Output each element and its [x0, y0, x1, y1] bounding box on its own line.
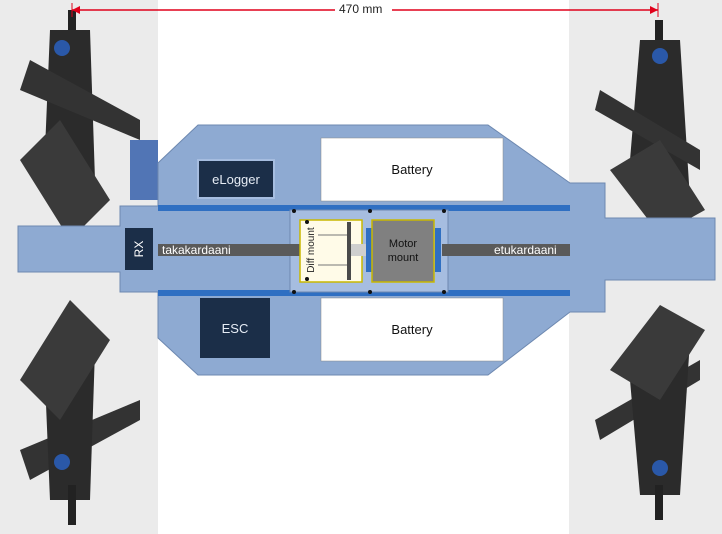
motor-mount-label: Motor mount — [387, 238, 419, 264]
dimension-label: 470 mm — [337, 2, 385, 16]
front-suspension-illustration — [595, 20, 705, 520]
motor-blue-left — [366, 228, 372, 272]
battery-top-box — [320, 137, 504, 202]
screw-dots — [292, 209, 446, 294]
lower-rail — [158, 290, 570, 296]
elogger-label: eLogger — [212, 171, 260, 187]
elogger-box — [197, 159, 275, 199]
diff-mount-plate — [347, 222, 351, 280]
front-driveshaft-label: etukardaani — [494, 243, 557, 257]
motor-blue-right — [435, 228, 441, 272]
esc-label: ESC — [221, 320, 249, 336]
battery-top-label: Battery — [391, 162, 433, 177]
battery-bottom-label: Battery — [391, 322, 433, 337]
rx-label: RX — [132, 240, 146, 258]
esc-box — [200, 298, 270, 358]
diff-output — [351, 244, 367, 256]
rear-driveshaft-label: takakardaani — [162, 243, 231, 257]
rear-driveshaft — [158, 244, 300, 256]
rear-suspension-illustration — [20, 10, 158, 525]
upper-rail — [158, 205, 570, 211]
diff-mount-label: Diff mount — [305, 227, 317, 273]
motor-mount-box — [371, 219, 435, 283]
dimension-line — [71, 3, 659, 17]
battery-bottom-box — [320, 297, 504, 362]
rx-box — [125, 228, 153, 270]
front-driveshaft — [442, 244, 570, 256]
